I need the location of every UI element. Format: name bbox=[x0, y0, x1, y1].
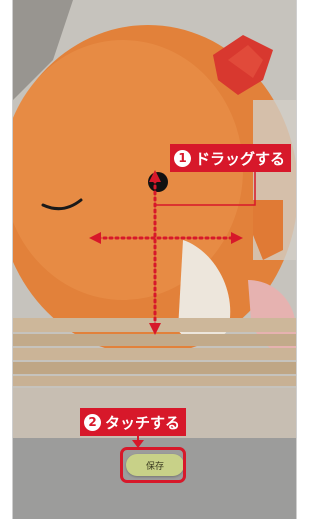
save-button[interactable]: 保存 bbox=[126, 454, 184, 476]
step-number-2: 2 bbox=[84, 413, 101, 431]
drag-instruction-callout: 1 ドラッグする bbox=[170, 144, 292, 172]
photo-preview[interactable] bbox=[13, 0, 296, 438]
step-number-1: 1 bbox=[174, 149, 191, 167]
drag-instruction-text: ドラッグする bbox=[195, 149, 286, 168]
touch-instruction-callout: 2 タッチする bbox=[80, 408, 187, 436]
crop-screen bbox=[12, 0, 297, 519]
photo-image bbox=[13, 0, 296, 438]
bottom-toolbar bbox=[13, 438, 296, 519]
touch-instruction-text: タッチする bbox=[105, 413, 181, 432]
